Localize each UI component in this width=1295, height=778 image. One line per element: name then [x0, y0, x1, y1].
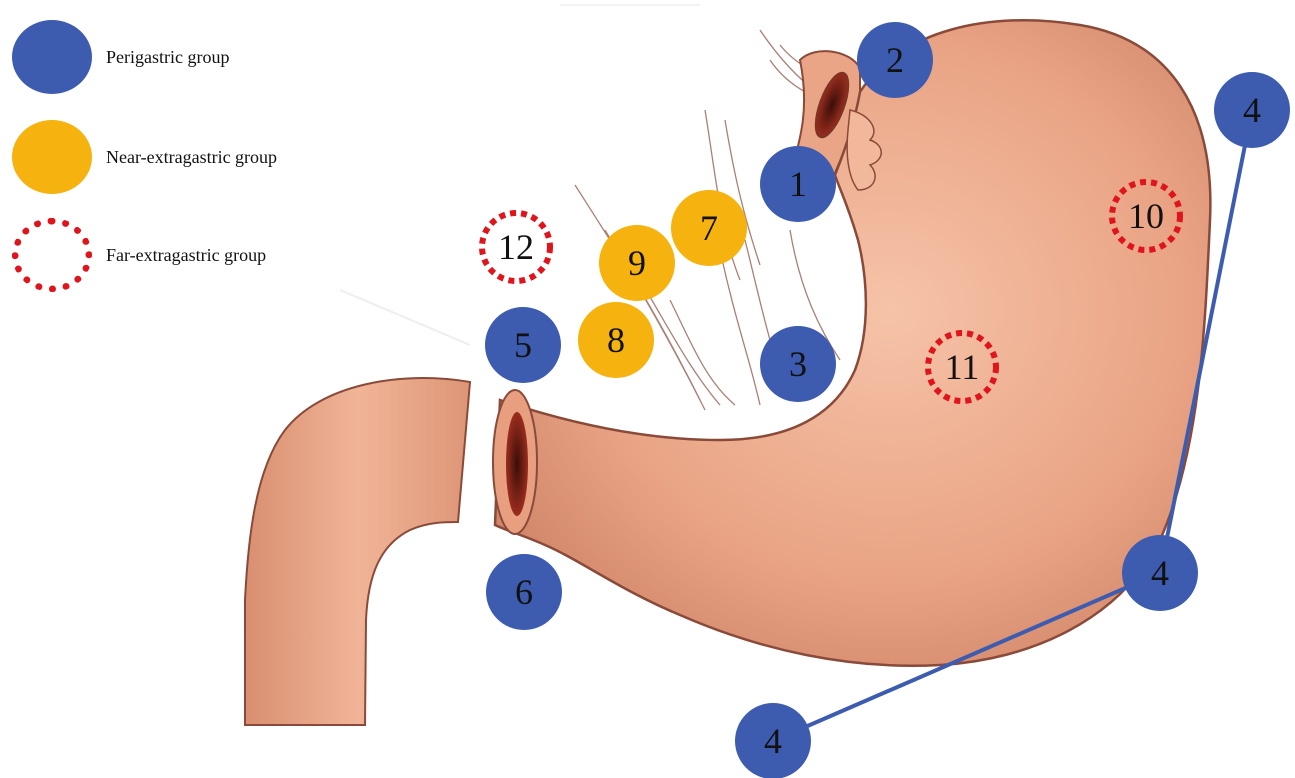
node-number-label: 4: [764, 721, 782, 761]
lymph-node-5: 5: [485, 307, 561, 383]
legend-swatch-far-extragastric: [12, 218, 92, 292]
node-number-label: 9: [628, 243, 646, 283]
node-number-label: 6: [515, 572, 533, 612]
lymph-node-12: 12: [482, 213, 550, 281]
node-number-label: 4: [1243, 90, 1261, 130]
legend-label: Near-extragastric group: [106, 147, 277, 168]
legend-swatch-perigastric: [12, 20, 92, 94]
lymph-node-1: 1: [760, 146, 836, 222]
legend-swatch-near-extragastric: [12, 120, 92, 194]
node-number-label: 4: [1151, 553, 1169, 593]
node-number-label: 11: [945, 347, 980, 387]
legend-item: Perigastric group: [12, 20, 229, 94]
legend-item: Near-extragastric group: [12, 120, 277, 194]
node-number-label: 8: [607, 320, 625, 360]
lymph-node-4: 4: [1122, 535, 1198, 611]
lymph-node-4: 4: [1214, 72, 1290, 148]
node-number-label: 3: [789, 344, 807, 384]
lymph-node-7: 7: [671, 190, 747, 266]
node-number-label: 2: [886, 40, 904, 80]
lymph-node-9: 9: [599, 225, 675, 301]
lymph-node-6: 6: [486, 554, 562, 630]
faint-line: [340, 290, 470, 345]
lymph-node-8: 8: [578, 302, 654, 378]
node-number-label: 5: [514, 325, 532, 365]
duodenum: [245, 378, 470, 725]
node-number-label: 1: [789, 164, 807, 204]
node-number-label: 10: [1128, 196, 1164, 236]
legend-label: Far-extragastric group: [106, 245, 266, 266]
lymph-node-2: 2: [857, 22, 933, 98]
pylorus-lumen: [506, 412, 528, 516]
node-number-label: 7: [700, 208, 718, 248]
node-number-label: 12: [498, 227, 534, 267]
lymph-node-4: 4: [735, 703, 811, 778]
lymph-node-3: 3: [760, 326, 836, 402]
legend-item: Far-extragastric group: [12, 218, 266, 292]
legend-label: Perigastric group: [106, 47, 229, 68]
